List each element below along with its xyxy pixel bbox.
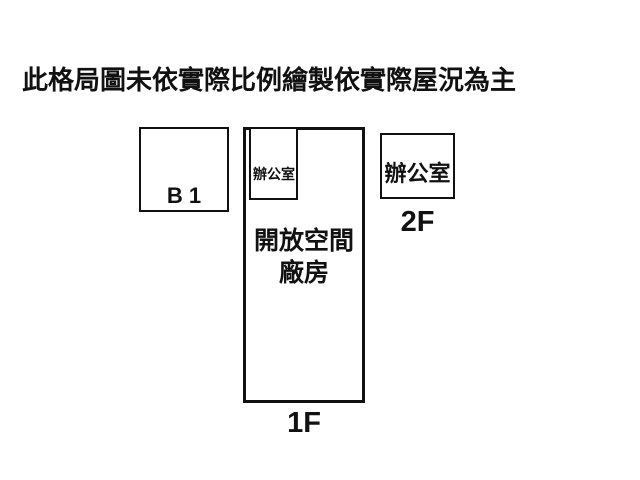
room-2f-office: 辦公室 — [380, 133, 455, 199]
floor-label-1f: 1F — [287, 407, 321, 439]
disclaimer-text: 此格局圖未依實際比例繪製依實際屋況為主 — [22, 65, 517, 95]
room-1f-office: 辦公室 — [249, 127, 298, 200]
room-b1-label: B 1 — [166, 183, 202, 208]
room-1f-factory: 辦公室 開放空間 廠房 — [243, 127, 365, 403]
room-1f-office-label: 辦公室 — [253, 166, 295, 182]
room-1f-area-label-line2: 廠房 — [278, 259, 329, 287]
room-1f-area-label: 開放空間 廠房 — [246, 225, 362, 289]
floor-label-2f: 2F — [400, 206, 435, 238]
room-2f-office-label: 辦公室 — [384, 161, 451, 186]
room-1f-area-label-line1: 開放空間 — [253, 227, 354, 255]
room-b1: B 1 — [139, 127, 229, 212]
